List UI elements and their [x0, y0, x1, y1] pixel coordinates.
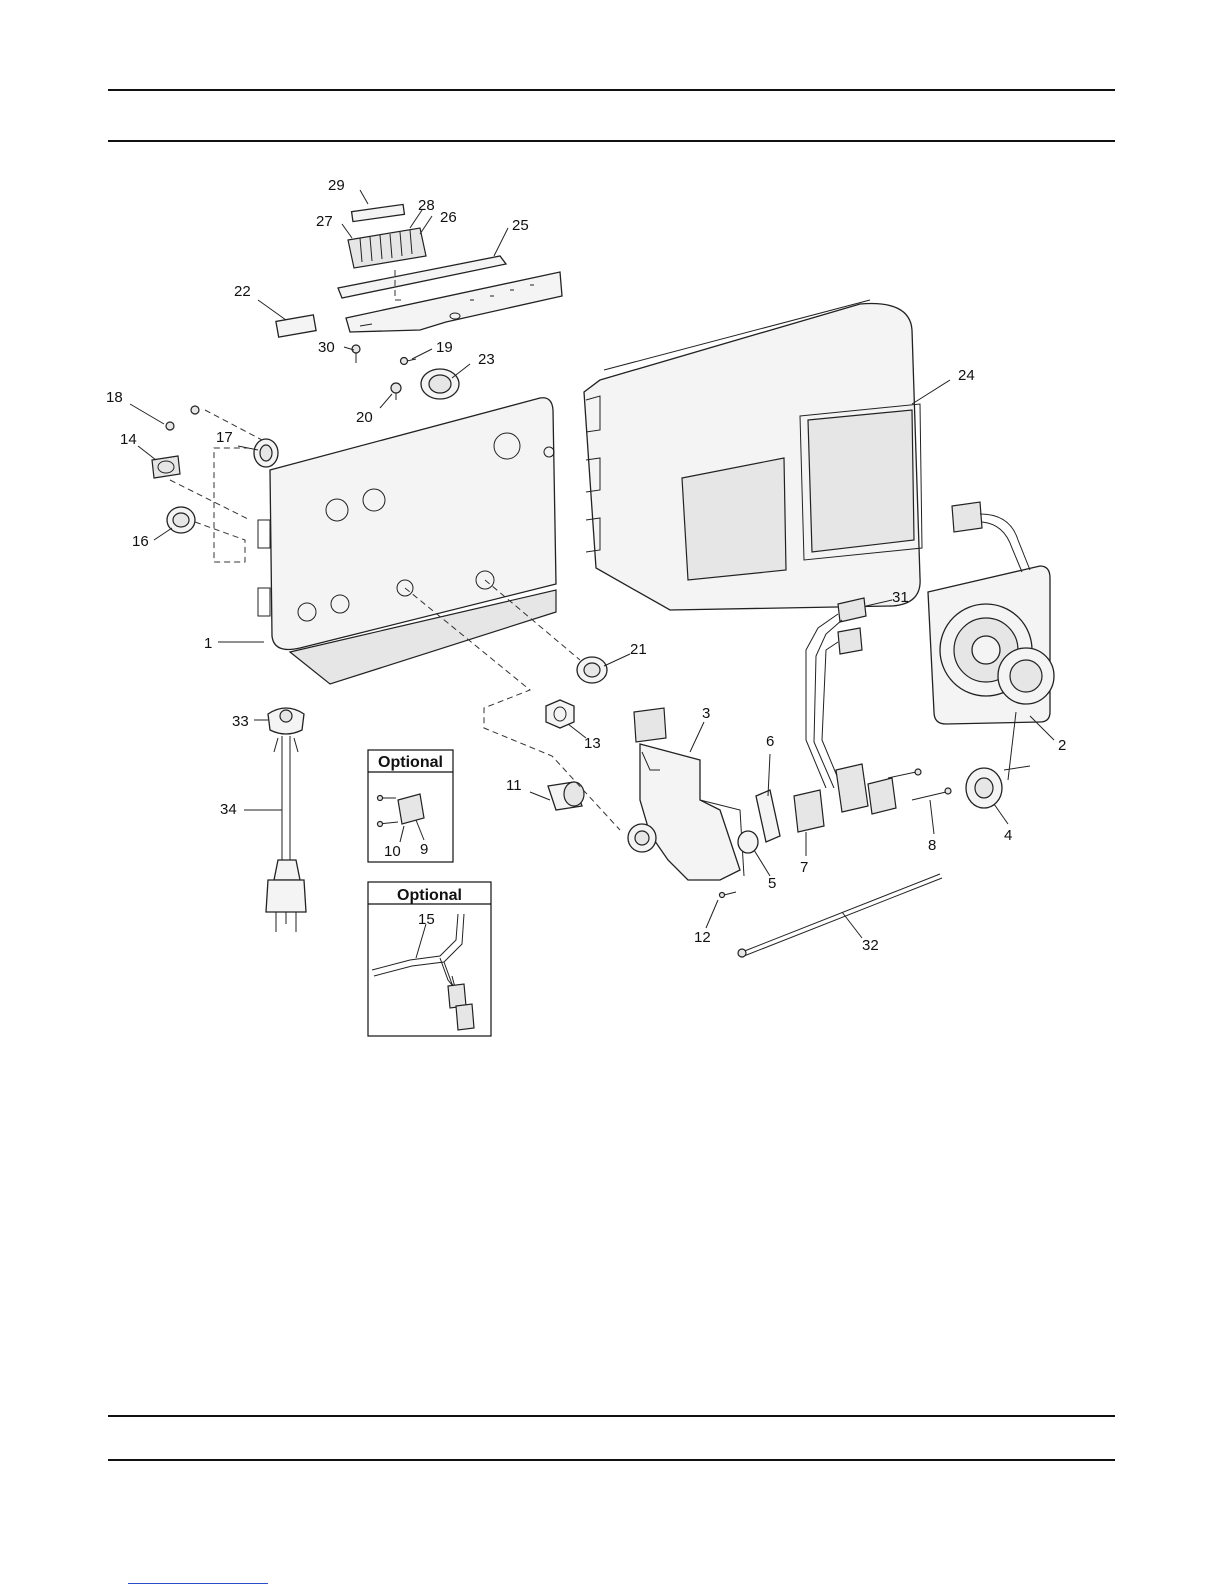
callout-23: 23: [478, 351, 495, 368]
back-plate: [258, 398, 556, 684]
callout-17: 17: [216, 429, 233, 446]
callout-16: 16: [132, 533, 149, 550]
screw-8: [888, 769, 951, 800]
callout-9: 9: [420, 841, 428, 858]
pin-12: [720, 892, 737, 898]
screw-30: [352, 345, 360, 363]
callout-3: 3: [702, 705, 710, 722]
callout-labels: 29 27 28 26 25 22 30 19 23 20 24 18 14 1…: [106, 177, 1066, 954]
callout-15: 15: [418, 911, 435, 928]
insulator-6: [756, 790, 780, 842]
optional-box-2: Optional: [368, 882, 491, 1036]
callout-21: 21: [630, 641, 647, 658]
warning-label: [276, 315, 316, 337]
callout-18: 18: [106, 389, 123, 406]
callout-12: 12: [694, 929, 711, 946]
leader-left: [170, 448, 250, 562]
callout-11: 11: [506, 777, 522, 794]
power-cord: [266, 708, 306, 932]
callout-22: 22: [234, 283, 251, 300]
callout-8: 8: [928, 837, 936, 854]
nut-21: [577, 657, 607, 683]
callout-2: 2: [1058, 737, 1066, 754]
motor-assembly: [628, 708, 744, 880]
terminal-block: [348, 228, 426, 268]
bushing-5: [738, 831, 758, 853]
callout-6: 6: [766, 733, 774, 750]
callout-20: 20: [356, 409, 373, 426]
callout-10: 10: [384, 843, 401, 860]
callout-13: 13: [584, 735, 601, 752]
callout-27: 27: [316, 213, 333, 230]
callout-32: 32: [862, 937, 879, 954]
strain-relief-14: [152, 456, 180, 478]
timer-assembly: [928, 502, 1054, 724]
nut-13: [546, 700, 574, 728]
wire-harness: [806, 598, 868, 812]
drive-gear-11: [548, 782, 584, 810]
callout-19: 19: [436, 339, 453, 356]
callout-25: 25: [512, 217, 529, 234]
callout-24: 24: [958, 367, 975, 384]
micro-switch-7: [794, 790, 824, 832]
callout-31: 31: [892, 589, 909, 606]
optional-box-1: Optional: [368, 750, 453, 862]
terminal-strip-label: [352, 204, 405, 221]
callout-29: 29: [328, 177, 345, 194]
screw-20: [391, 383, 401, 400]
grommet-23: [421, 369, 459, 399]
screw-18: [166, 406, 199, 430]
callout-34: 34: [220, 801, 237, 818]
callout-4: 4: [1004, 827, 1012, 844]
callout-30: 30: [318, 339, 335, 356]
leader-top: [205, 410, 262, 440]
callout-5: 5: [768, 875, 776, 892]
callout-33: 33: [232, 713, 249, 730]
optional-box-1-title: Optional: [378, 754, 443, 771]
callout-28: 28: [418, 197, 435, 214]
front-cover: [584, 300, 922, 610]
callout-26: 26: [440, 209, 457, 226]
callout-14: 14: [120, 431, 137, 448]
optional-box-2-title: Optional: [397, 887, 462, 904]
cam-4: [966, 712, 1030, 808]
micro-switch-right: [868, 778, 896, 814]
callout-1: 1: [204, 635, 212, 652]
callout-7: 7: [800, 859, 808, 876]
bushing-17: [254, 439, 278, 467]
